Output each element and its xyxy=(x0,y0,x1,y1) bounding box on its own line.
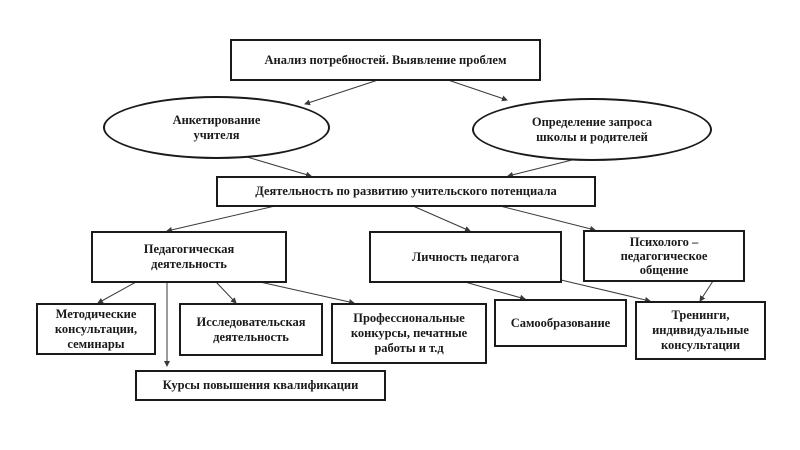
node-self-education: Самообразование xyxy=(494,299,627,347)
node-survey: Анкетирование учителя xyxy=(103,96,330,159)
node-development: Деятельность по развитию учительского по… xyxy=(216,176,596,207)
node-psycho: Психолого – педагогическое общение xyxy=(583,230,745,282)
node-pedagogical: Педагогическая деятельность xyxy=(91,231,287,283)
arrow-pedagogical-research xyxy=(215,281,237,304)
arrow-analysis-survey xyxy=(304,79,379,106)
node-request: Определение запроса школы и родителей xyxy=(472,98,712,161)
arrow-pedagogical-methodical xyxy=(97,281,137,304)
arrow-personality-trainings xyxy=(560,279,651,303)
arrow-request-development xyxy=(507,159,573,178)
node-contests: Профессиональные конкурсы, печатные рабо… xyxy=(331,303,487,364)
node-trainings: Тренинги, индивидуальные консультации xyxy=(635,301,766,360)
node-courses: Курсы повышения квалификации xyxy=(135,370,386,401)
arrow-development-personality xyxy=(412,205,471,232)
arrow-development-pedagogical xyxy=(166,205,276,233)
node-personality: Личность педагога xyxy=(369,231,562,283)
arrow-development-psycho xyxy=(499,205,596,232)
node-research: Исследовательская деятельность xyxy=(179,303,323,356)
arrow-analysis-request xyxy=(447,79,508,102)
arrow-survey-development xyxy=(246,156,312,178)
arrow-psycho-trainings xyxy=(699,280,714,302)
node-analysis: Анализ потребностей. Выявление проблем xyxy=(230,39,541,81)
arrow-pedagogical-contests xyxy=(259,281,355,305)
arrow-personality-self-education xyxy=(464,281,526,301)
node-methodical: Методические консультации, семинары xyxy=(36,303,156,355)
